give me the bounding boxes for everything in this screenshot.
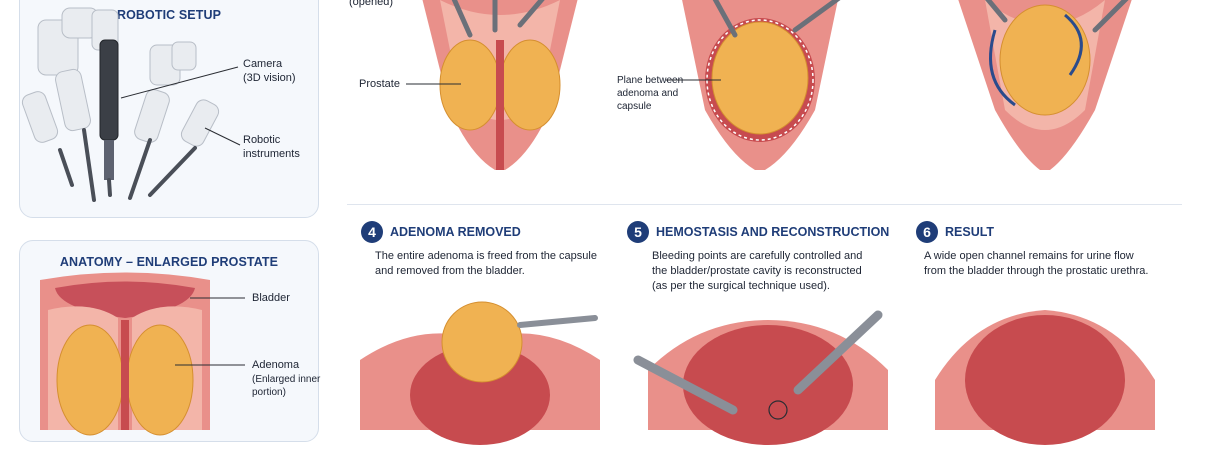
step6-description: A wide open channel remains for urine fl…	[924, 250, 1149, 277]
robotic-instruments-label: Robotic instruments	[243, 134, 300, 160]
section-divider	[347, 204, 1182, 205]
step5-illustration	[633, 310, 888, 445]
bladder-label: Bladder	[252, 292, 290, 304]
robotic-setup-title: ROBOTIC SETUP	[116, 8, 222, 22]
step2-illustration	[682, 0, 841, 170]
step6-badge: 6	[916, 221, 938, 243]
anatomy-illustration	[40, 272, 245, 436]
step5-badge: 5	[627, 221, 649, 243]
step1-illustration	[422, 0, 578, 170]
step4-illustration	[360, 301, 600, 445]
robotic-arms-illustration	[21, 7, 241, 202]
step5-description: Bleeding points are carefully controlled…	[652, 250, 863, 292]
plane-label: Plane between adenoma and capsule	[617, 75, 684, 112]
adenoma-label: Adenoma	[252, 359, 300, 371]
step6-illustration	[935, 310, 1155, 445]
step3-illustration	[958, 0, 1132, 170]
prostate-label: Prostate	[359, 78, 400, 90]
plane-pointer	[666, 79, 721, 81]
opened-label: (opened)	[349, 0, 394, 8]
step4-title: ADENOMA REMOVED	[390, 225, 521, 239]
anatomy-title: ANATOMY – ENLARGED PROSTATE	[59, 255, 279, 269]
step6-title: RESULT	[945, 225, 995, 239]
adenoma-sub-label: (Enlarged inner portion)	[252, 374, 321, 398]
prostate-pointer	[406, 83, 461, 85]
camera-label: Camera (3D vision)	[243, 58, 296, 84]
step5-title: HEMOSTASIS AND RECONSTRUCTION	[656, 225, 890, 239]
step4-badge: 4	[361, 221, 383, 243]
step4-description: The entire adenoma is freed from the cap…	[375, 250, 597, 277]
